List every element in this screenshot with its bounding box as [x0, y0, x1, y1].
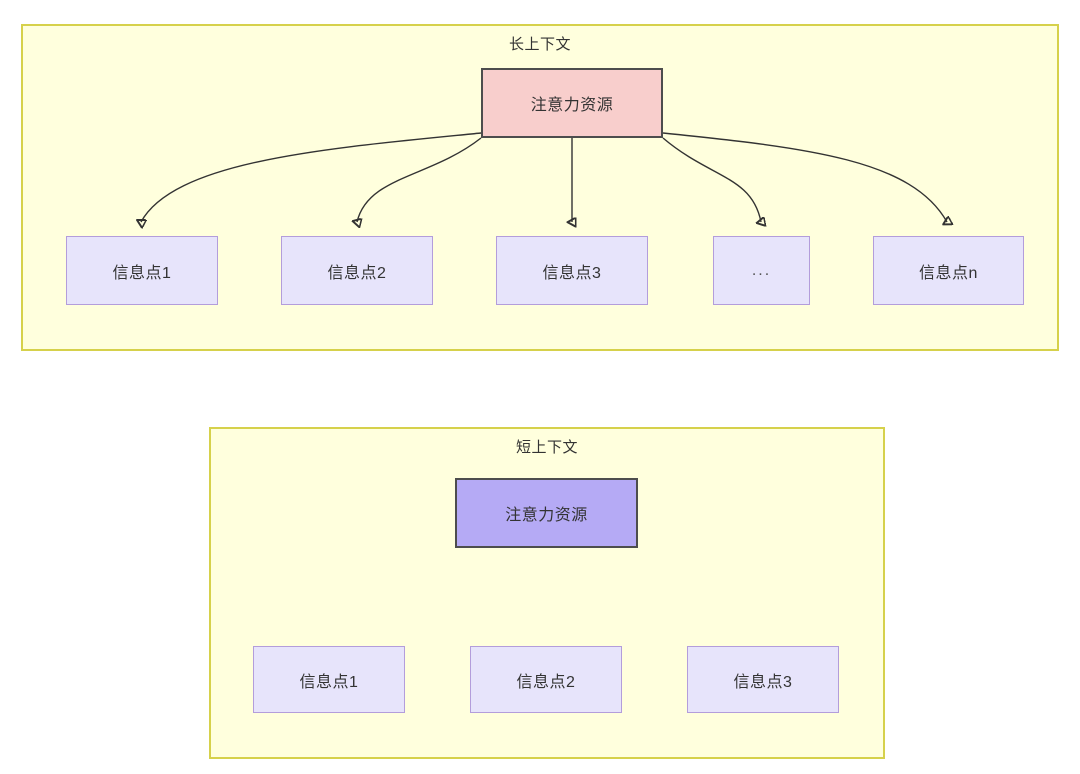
- short-context-info-label-1: 信息点1: [299, 673, 359, 691]
- long-context-info-label-1: 信息点1: [112, 264, 172, 282]
- long-context-attention-node[interactable]: 注意力资源: [481, 68, 663, 138]
- long-context-info-node-3[interactable]: 信息点3: [496, 236, 648, 305]
- long-context-info-node-ellipsis[interactable]: ...: [713, 236, 810, 305]
- long-context-info-node-n[interactable]: 信息点n: [873, 236, 1024, 305]
- short-context-info-label-3: 信息点3: [733, 673, 793, 691]
- long-context-info-label-ellipsis: ...: [751, 261, 772, 279]
- short-context-title: 短上下文: [515, 439, 578, 456]
- long-context-info-node-2[interactable]: 信息点2: [281, 236, 433, 305]
- short-context-info-node-3[interactable]: 信息点3: [687, 646, 839, 713]
- short-context-attention-node[interactable]: 注意力资源: [455, 478, 638, 548]
- long-context-info-node-1[interactable]: 信息点1: [66, 236, 218, 305]
- long-context-title: 长上下文: [508, 36, 571, 53]
- long-context-attention-label: 注意力资源: [530, 97, 614, 114]
- short-context-info-label-2: 信息点2: [516, 673, 576, 691]
- long-context-info-label-3: 信息点3: [542, 264, 602, 282]
- long-context-info-label-2: 信息点2: [327, 264, 387, 282]
- short-context-attention-label: 注意力资源: [505, 507, 588, 524]
- short-context-info-node-1[interactable]: 信息点1: [253, 646, 405, 713]
- long-context-info-label-n: 信息点n: [919, 264, 978, 282]
- short-context-info-node-2[interactable]: 信息点2: [470, 646, 622, 713]
